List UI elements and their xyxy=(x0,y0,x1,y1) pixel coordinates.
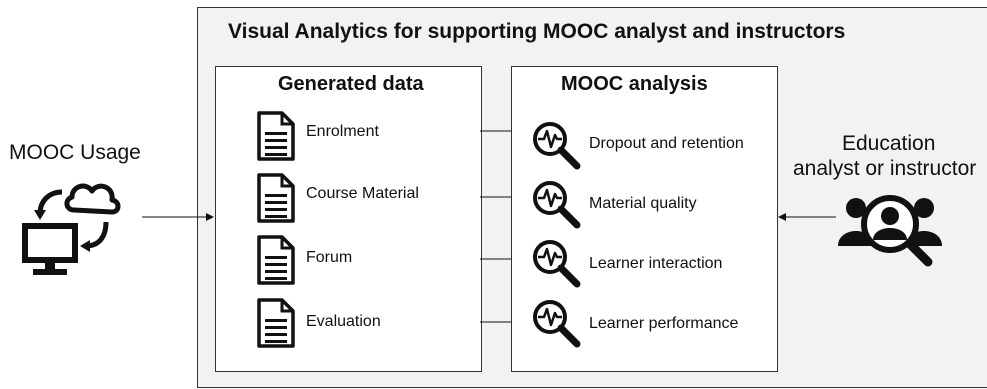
generated-item-evaluation: Evaluation xyxy=(306,313,381,330)
course-material-document-icon xyxy=(257,173,295,223)
learner-performance-magnifier-icon xyxy=(533,300,581,348)
mooc-usage-label: MOOC Usage xyxy=(9,141,141,164)
analysis-item-learner-performance: Learner performance xyxy=(589,315,739,332)
generated-data-title: Generated data xyxy=(278,73,424,95)
diagram-title: Visual Analytics for supporting MOOC ana… xyxy=(228,20,846,43)
forum-document-icon xyxy=(257,235,295,285)
cloud-icon xyxy=(64,183,121,215)
dropout-analysis-magnifier-icon xyxy=(533,122,581,170)
analyst-group-search-icon xyxy=(838,195,942,267)
enrolment-document-icon xyxy=(257,111,295,161)
analysis-item-material-quality: Material quality xyxy=(589,195,697,212)
learner-interaction-magnifier-icon xyxy=(533,240,581,288)
generated-item-enrolment: Enrolment xyxy=(306,123,379,140)
material-quality-magnifier-icon xyxy=(533,181,581,229)
analysis-item-learner-interaction: Learner interaction xyxy=(589,255,723,272)
monitor-icon xyxy=(22,223,78,263)
analyst-or-instructor-label: analyst or instructor xyxy=(793,157,977,180)
analysis-item-dropout: Dropout and retention xyxy=(589,135,744,152)
computer-cloud-sync-icon xyxy=(22,183,121,275)
evaluation-document-icon xyxy=(257,298,295,348)
mooc-analysis-title: MOOC analysis xyxy=(561,73,708,95)
generated-item-course-material: Course Material xyxy=(306,185,419,202)
generated-item-forum: Forum xyxy=(306,249,353,266)
education-label: Education xyxy=(842,132,936,155)
